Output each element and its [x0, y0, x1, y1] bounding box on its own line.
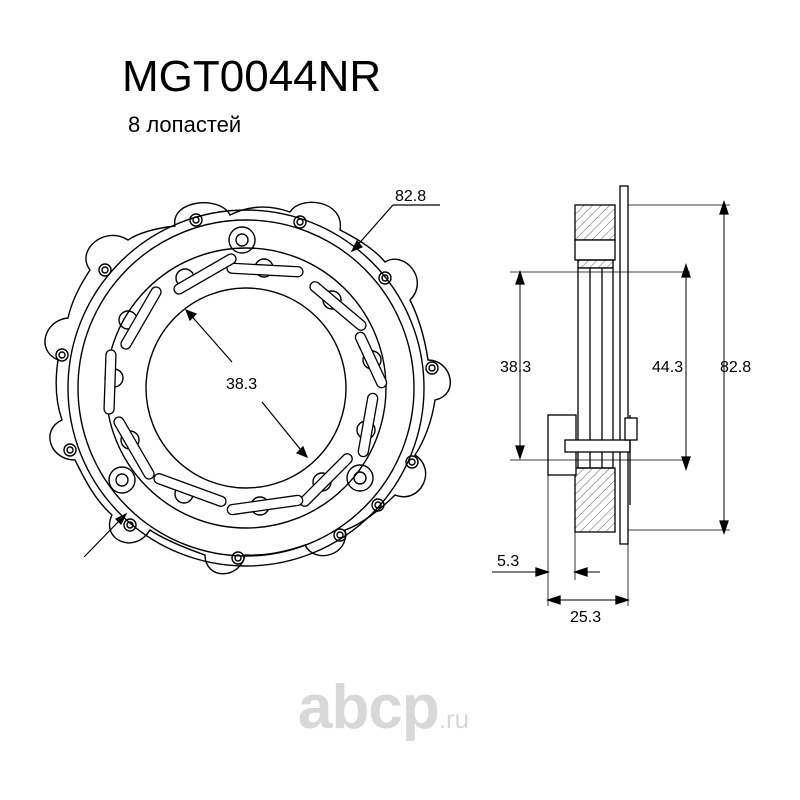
- watermark-domain: .ru: [438, 704, 470, 734]
- vane-count-subtitle: 8 лопастей: [128, 112, 242, 137]
- watermark-logo: abcp.ru: [298, 672, 469, 743]
- side-width-label: 25.3: [570, 609, 601, 626]
- edge-holes: [55, 213, 439, 565]
- flange-plate: [619, 185, 629, 545]
- lower-hatched-block: [574, 467, 616, 533]
- side-inner-diameter-label: 38.3: [500, 359, 531, 376]
- upper-hatched-block: [574, 204, 616, 241]
- watermark-brand: abcp: [298, 673, 440, 742]
- outer-ring-inner: [77, 219, 415, 557]
- front-view: [44, 201, 451, 575]
- front-inner-diameter-label: 38.3: [226, 376, 257, 393]
- side-outer-diameter-label: 82.8: [720, 359, 751, 376]
- side-view: [492, 185, 730, 606]
- outer-lobed-outline: [44, 201, 451, 575]
- outer-ring: [67, 209, 425, 567]
- vanes: [103, 253, 388, 516]
- inner-bore: [145, 287, 347, 489]
- outer-diameter-dimension: [83, 204, 440, 558]
- front-outer-diameter-label: 82.8: [395, 188, 426, 205]
- side-middle-diameter-label: 44.3: [652, 359, 683, 376]
- side-thickness-label: 5.3: [497, 553, 519, 570]
- inner-diameter-dimension: [184, 308, 309, 459]
- part-number-title: MGT0044NR: [122, 52, 382, 101]
